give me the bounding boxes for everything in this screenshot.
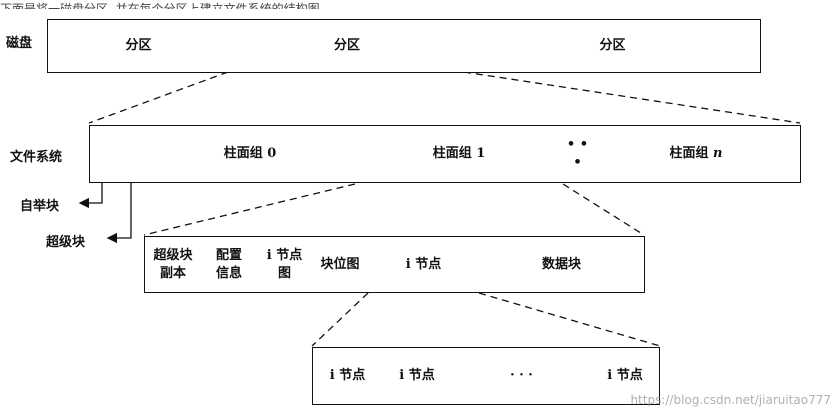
cg-super-block-copy: 超级块副本	[144, 236, 202, 293]
cg-block-bitmap: 块位图	[312, 236, 369, 293]
zoom-line-right-3	[478, 292, 661, 347]
partition-label: 分区	[599, 38, 626, 54]
partition-box-2: 分区	[229, 19, 466, 73]
zoom-line-right-2	[562, 183, 645, 236]
filesystem-label: 文件系统	[10, 150, 63, 165]
cylinder-group-ellipsis: • • •	[563, 125, 593, 183]
caption-text: 下面是将一磁盘分区, 并在每个分区上建立文件系统的结构图。	[0, 2, 332, 9]
cylinder-group-index: 1	[476, 146, 486, 162]
cg-data-blocks: 数据块	[479, 236, 645, 293]
inode-label: i 节点	[399, 368, 435, 384]
partition-label: 分区	[333, 38, 360, 54]
cell-line-1: 数据块	[541, 256, 581, 272]
super-block-label: 超级块	[46, 235, 86, 250]
cell-line-1: 超级块	[153, 247, 193, 263]
zoom-line-left-1	[88, 71, 229, 124]
ellipsis-text: • • •	[566, 137, 589, 170]
cell-line-1: i 节点	[266, 247, 303, 263]
cylinder-group-0: 柱面组 0	[145, 125, 356, 183]
watermark: https://blog.csdn.net/jiaruitao777	[630, 393, 831, 407]
cell-line-2: 信息	[215, 265, 242, 281]
inode-cell-last: i 节点	[591, 347, 660, 405]
cylinder-group-name: 柱面组	[669, 146, 709, 162]
inode-label: i 节点	[607, 368, 643, 384]
partition-box-3: 分区	[465, 19, 761, 73]
cell-line-1: i 节点	[405, 256, 442, 272]
cg-inode-map: i 节点图	[257, 236, 313, 293]
inode-cell-1: i 节点	[312, 347, 383, 405]
cell-line-1: 块位图	[320, 256, 360, 272]
super-block-arrow	[106, 165, 132, 244]
boot-block-cell	[89, 125, 118, 183]
cylinder-group-name: 柱面组	[223, 146, 263, 162]
zoom-line-left-2	[143, 183, 356, 236]
partition-box-1: 分区	[47, 19, 230, 73]
cell-line-2: 副本	[159, 265, 186, 281]
boot-block-label: 自举块	[20, 199, 60, 214]
cylinder-group-index: 0	[267, 146, 277, 162]
cell-line-1: 配置	[215, 247, 242, 263]
zoom-line-left-3	[311, 292, 369, 347]
cg-inodes: i 节点	[368, 236, 480, 293]
cg-config-info: 配置信息	[201, 236, 258, 293]
partition-label: 分区	[125, 38, 152, 54]
inode-ellipsis-cell: · · ·	[452, 347, 592, 405]
cell-line-2: 图	[277, 265, 291, 281]
super-block-cell	[117, 125, 146, 183]
inode-cell-2: i 节点	[382, 347, 453, 405]
ellipsis-text: · · ·	[510, 368, 533, 384]
disk-label: 磁盘	[6, 36, 33, 51]
cylinder-group-index: n	[713, 146, 723, 162]
inode-label: i 节点	[329, 368, 366, 384]
cylinder-group-n: 柱面组 n	[592, 125, 801, 183]
cylinder-group-name: 柱面组	[432, 146, 472, 162]
zoom-line-right-1	[463, 71, 801, 124]
cylinder-group-1: 柱面组 1	[355, 125, 564, 183]
